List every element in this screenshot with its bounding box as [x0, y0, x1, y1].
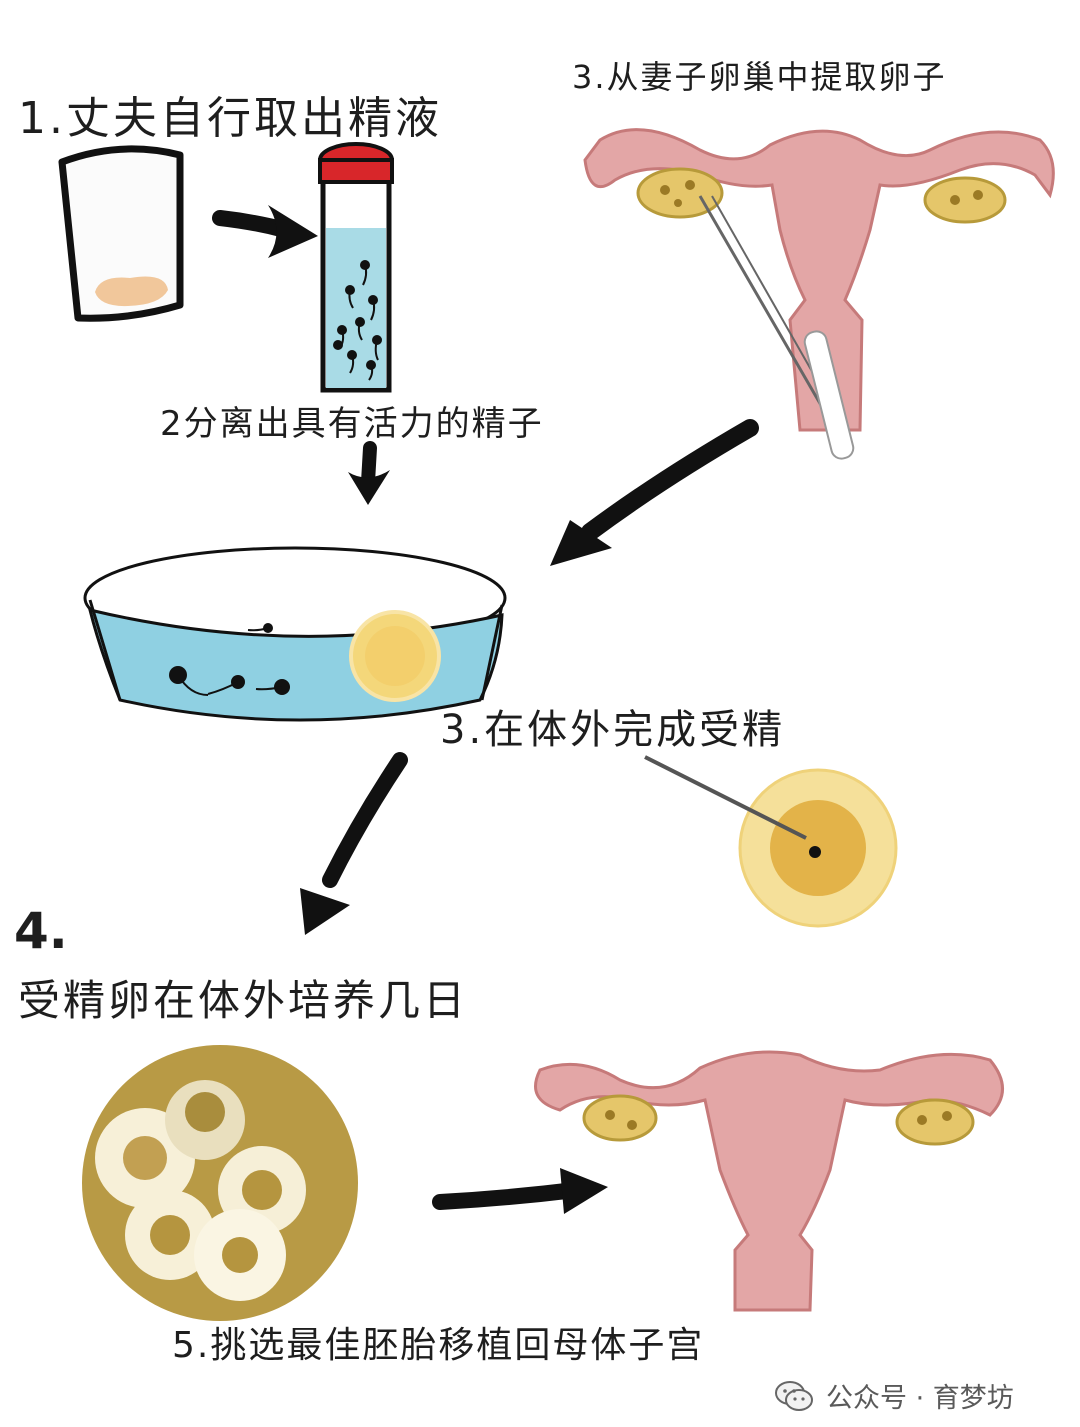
uterus-icon — [534, 1050, 1004, 1312]
watermark: 公众号 · 育梦坊 — [772, 1372, 1014, 1418]
step4-label: 受精卵在体外培养几日 — [18, 976, 469, 1025]
arrow-icon — [581, 419, 759, 541]
embryo-icon — [82, 1045, 358, 1321]
arrow-icon — [361, 441, 377, 489]
test-tube-icon — [318, 142, 394, 393]
step3-retrieve-label: 3.从妻子卵巢中提取卵子 — [572, 58, 947, 96]
watermark-text: 公众号 · 育梦坊 — [826, 1382, 1014, 1414]
arrow-icon — [432, 1182, 583, 1210]
wechat-icon — [775, 1381, 813, 1411]
step1-label: 1.丈夫自行取出精液 — [18, 93, 442, 144]
step4-number: 4. — [14, 902, 68, 960]
arrow-icon — [322, 752, 408, 888]
step2-label: 2分离出具有活力的精子 — [160, 404, 544, 444]
cup-icon — [58, 145, 184, 322]
egg-icon — [644, 755, 898, 928]
petri-dish-icon — [83, 546, 507, 722]
step3-fertilize-label: 3.在体外完成受精 — [440, 707, 786, 753]
step5-label: 5.挑选最佳胚胎移植回母体子宫 — [172, 1325, 705, 1366]
uterus-icon — [583, 128, 1055, 460]
